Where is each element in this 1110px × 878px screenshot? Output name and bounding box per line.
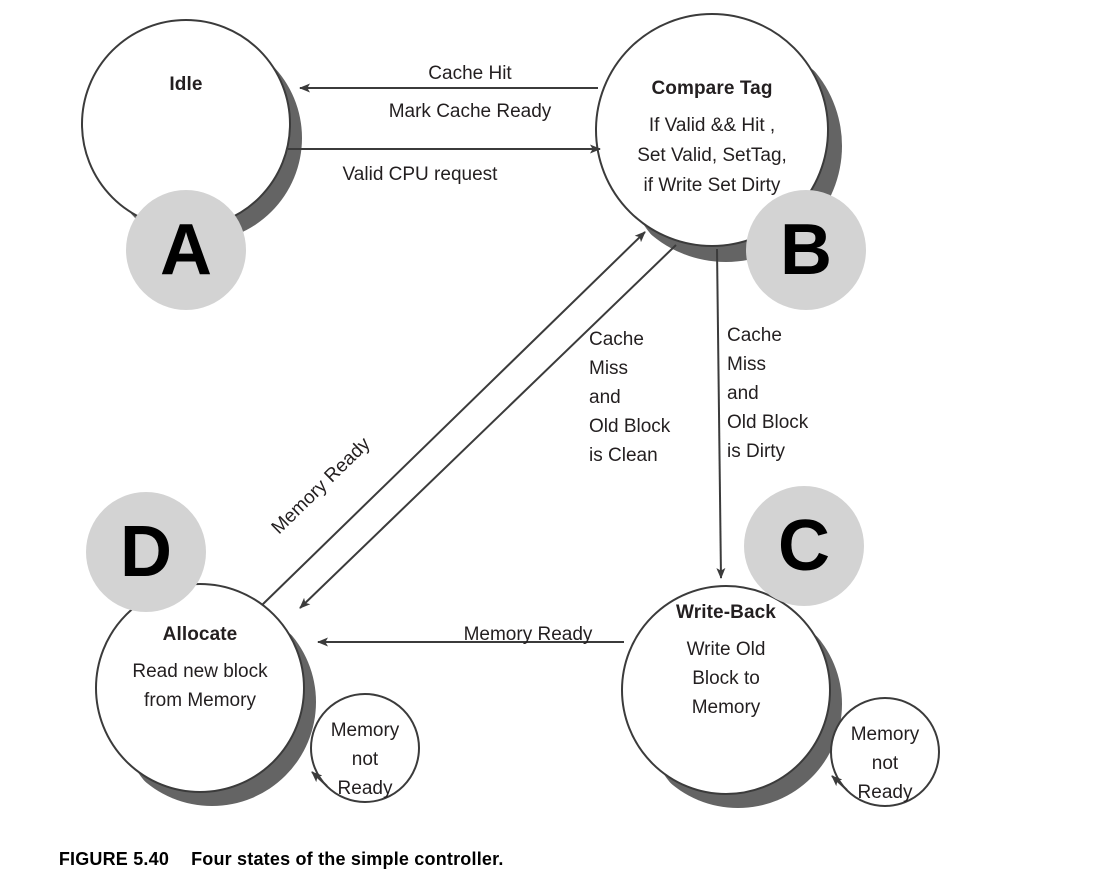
state-label-write-back-title: Write-Back <box>676 602 776 623</box>
edge-label-writeback-loop-line-3: Ready <box>858 782 913 803</box>
state-label-compare-tag-line-1: If Valid && Hit , <box>649 115 775 136</box>
self-loop-allocate <box>310 693 420 803</box>
badge-circle-c[interactable] <box>744 486 864 606</box>
self-loop-write-back-arrow <box>831 775 848 791</box>
self-loop-allocate-arrow <box>311 771 328 787</box>
edge-label-memory-ready-diagonal: Memory Ready <box>268 433 375 538</box>
badge-letter-a: A <box>160 210 212 290</box>
state-label-write-back-line-3: Memory <box>692 697 761 718</box>
edge-label-cache-hit: Cache Hit <box>428 63 512 84</box>
arrow-compare-to-writeback <box>716 248 726 579</box>
figure-caption: FIGURE 5.40 Four states of the simple con… <box>38 828 504 878</box>
state-label-allocate-title: Allocate <box>163 624 238 645</box>
state-label-compare-tag-line-2: Set Valid, SetTag, <box>637 145 787 166</box>
state-label-compare-tag-title: Compare Tag <box>651 78 772 99</box>
edge-label-writeback-loop-line-1: Memory <box>851 724 920 745</box>
state-label-write-back-line-2: Block to <box>692 668 760 689</box>
edge-label-allocate-loop-line-3: Ready <box>338 778 393 799</box>
edge-label-miss-clean-line-2: Miss <box>589 358 628 379</box>
badge-circle-d[interactable] <box>86 492 206 612</box>
state-badges: A B C D <box>86 190 866 612</box>
edge-label-miss-clean-line-4: Old Block <box>589 416 671 437</box>
state-circle-compare-tag[interactable] <box>595 13 829 247</box>
edge-label-miss-dirty-line-5: is Dirty <box>727 441 786 462</box>
badge-letter-b: B <box>780 210 832 290</box>
arrow-compare-to-allocate <box>299 244 677 609</box>
badge-circle-a[interactable] <box>126 190 246 310</box>
state-label-allocate-line-2: from Memory <box>144 690 256 711</box>
figure-caption-label: FIGURE 5.40 <box>58 849 170 869</box>
badge-letter-d: D <box>120 512 172 592</box>
edge-label-memory-ready-horizontal: Memory Ready <box>464 624 593 645</box>
edge-label-miss-dirty-line-3: and <box>727 383 759 404</box>
state-circle-write-back[interactable] <box>621 585 831 795</box>
transition-arrows <box>261 83 726 647</box>
state-labels: Idle Compare Tag If Valid && Hit , Set V… <box>132 74 786 718</box>
edge-label-valid-cpu-request: Valid CPU request <box>343 164 499 185</box>
edge-label-miss-clean-line-5: is Clean <box>589 445 658 466</box>
edge-label-mark-cache-ready: Mark Cache Ready <box>389 101 552 122</box>
edge-label-writeback-loop-line-2: not <box>872 753 899 774</box>
self-loops <box>310 693 940 807</box>
badge-circle-b[interactable] <box>746 190 866 310</box>
edge-label-allocate-loop-line-1: Memory <box>331 720 400 741</box>
badge-letter-c: C <box>778 506 830 586</box>
edge-label-miss-clean-line-1: Cache <box>589 329 644 350</box>
edge-label-miss-clean-line-3: and <box>589 387 621 408</box>
state-label-compare-tag-line-3: if Write Set Dirty <box>644 175 781 196</box>
self-loop-write-back <box>830 697 940 807</box>
edge-label-allocate-loop-line-2: not <box>352 749 379 770</box>
state-label-idle-title: Idle <box>169 74 202 95</box>
figure-caption-text: Four states of the simple controller. <box>191 849 504 869</box>
edge-label-miss-dirty-line-4: Old Block <box>727 412 809 433</box>
state-label-write-back-line-1: Write Old <box>687 639 766 660</box>
edge-label-miss-dirty-line-1: Cache <box>727 325 782 346</box>
arrow-allocate-to-compare <box>261 231 646 606</box>
state-circle-allocate[interactable] <box>95 583 305 793</box>
state-circles <box>81 13 831 795</box>
state-label-allocate-line-1: Read new block <box>132 661 268 682</box>
edge-label-miss-dirty-line-2: Miss <box>727 354 766 375</box>
